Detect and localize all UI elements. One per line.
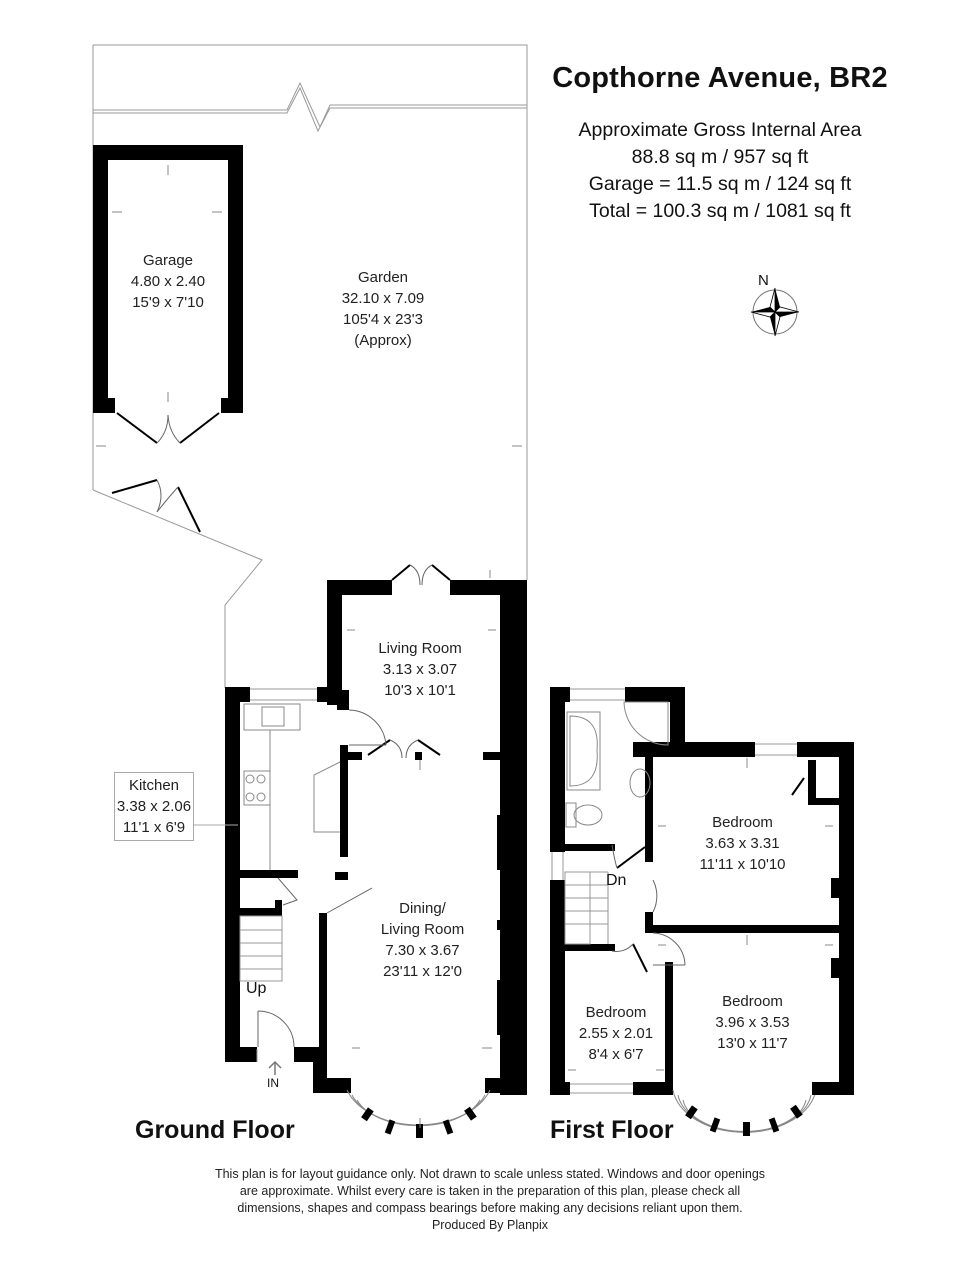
room-bedroom-2: Bedroom 2.55 x 2.01 8'4 x 6'7 [567,1002,665,1065]
room-metric: 4.80 x 2.40 [130,273,206,290]
disclaimer-line-2: are approximate. Whilst every care is ta… [239,1184,741,1198]
room-metric: 3.96 x 3.53 [715,1014,790,1031]
room-imperial: 8'4 x 6'7 [588,1046,644,1063]
room-bedroom-1: Bedroom 3.63 x 3.31 11'11 x 10'10 [670,812,815,875]
room-metric: 3.13 x 3.07 [382,661,458,678]
garage-doors [116,412,220,444]
entrance-arrow-icon [268,1060,282,1075]
first-floor-label: First Floor [550,1116,674,1144]
disclaimer: This plan is for layout guidance only. N… [120,1166,860,1234]
entrance-label: IN [267,1076,279,1090]
stairs-up-label: Up [246,980,267,997]
room-name: Living Room [378,640,462,657]
disclaimer-line-1: This plan is for layout guidance only. N… [214,1167,766,1181]
room-imperial: 13'0 x 11'7 [717,1035,788,1052]
room-imperial: 11'1 x 6'9 [122,819,186,836]
area-main: 88.8 sq m / 957 sq ft [631,146,809,168]
ground-floor-label: Ground Floor [135,1116,295,1144]
ground-floor-walls [225,580,527,1095]
kitchen-fittings [243,703,341,870]
area-summary: Approximate Gross Internal Area 88.8 sq … [520,117,920,225]
area-garage: Garage = 11.5 sq m / 124 sq ft [588,173,852,195]
room-metric: 3.63 x 3.31 [705,835,780,852]
room-kitchen: Kitchen 3.38 x 2.06 11'1 x 6'9 [114,772,194,841]
producer-credit: Produced By Planpix [431,1218,549,1232]
dimension-arrows [96,165,833,1128]
room-metric: 7.30 x 3.67 [385,942,460,959]
room-name: Garage [142,252,194,269]
room-name: Bedroom [712,814,773,831]
room-metric: 3.38 x 2.06 [116,798,192,815]
room-metric: 2.55 x 2.01 [578,1025,654,1042]
garage-walls [93,145,243,413]
room-imperial: 11'11 x 10'10 [699,856,786,873]
room-name: Bedroom [722,993,783,1010]
room-note: (Approx) [354,332,412,349]
stairs-down-label: Dn [606,872,627,889]
area-total: Total = 100.3 sq m / 1081 sq ft [589,200,851,222]
room-bedroom-3: Bedroom 3.96 x 3.53 13'0 x 11'7 [680,991,825,1054]
room-name: Garden [357,269,409,286]
ground-stairs [239,915,283,982]
disclaimer-line-3: dimensions, shapes and compass bearings … [237,1201,743,1215]
room-metric: 32.10 x 7.09 [341,290,425,307]
room-dining-living: Dining/ Living Room 7.30 x 3.67 23'11 x … [350,898,495,982]
room-imperial: 15'9 x 7'10 [132,294,204,311]
north-compass-icon [750,287,800,337]
room-imperial: 10'3 x 10'1 [384,682,456,699]
compass-north-label: N [758,272,769,289]
room-imperial: 105'4 x 23'3 [343,311,423,328]
room-name: Bedroom [585,1004,647,1021]
garden-boundary [92,44,528,688]
first-floor-walls [550,687,854,1095]
garden-gate [111,479,201,533]
room-name: Kitchen [128,777,180,794]
room-name-line2: Living Room [380,921,465,938]
room-imperial: 23'11 x 12'0 [383,963,462,980]
room-living-room: Living Room 3.13 x 3.07 10'3 x 10'1 [345,638,495,701]
property-title: Copthorne Avenue, BR2 [552,62,888,94]
room-garden: Garden 32.10 x 7.09 105'4 x 23'3 (Approx… [313,267,453,351]
area-heading: Approximate Gross Internal Area [578,119,862,141]
room-name-line1: Dining/ [399,900,446,917]
room-garage: Garage 4.80 x 2.40 15'9 x 7'10 [98,250,238,313]
bathroom-fittings [565,701,669,828]
